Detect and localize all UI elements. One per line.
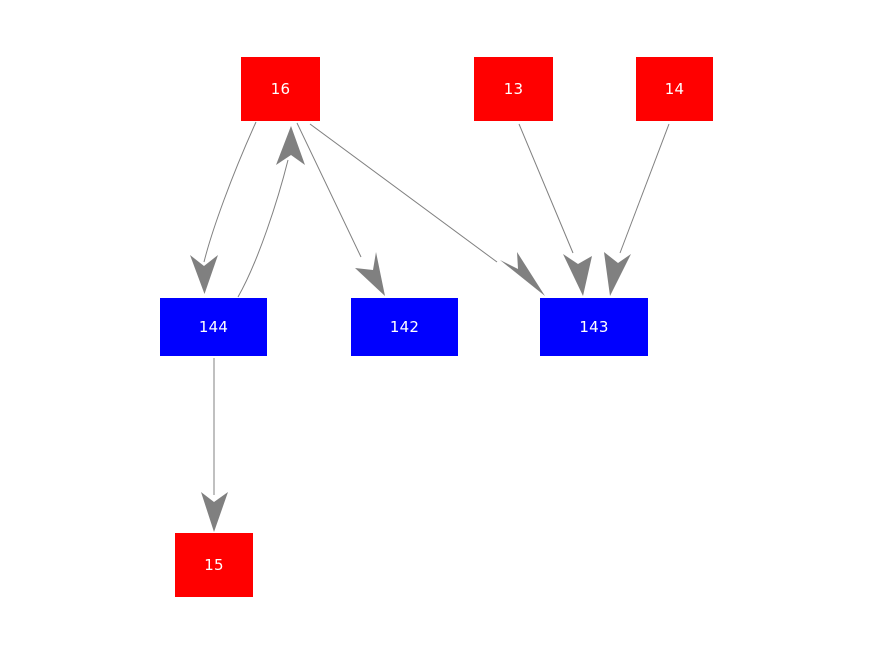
edge-16-to-142-arrowhead <box>355 252 385 296</box>
edge-16-to-142-line <box>296 122 362 258</box>
edge-14-to-143 <box>604 123 670 296</box>
node-14-label: 14 <box>664 79 685 98</box>
edge-16-to-142 <box>296 122 385 296</box>
edge-14-to-143-line <box>619 123 670 254</box>
node-16[interactable]: 16 <box>241 57 320 121</box>
edge-144-to-15 <box>201 358 228 532</box>
edge-14-to-143-arrowhead <box>604 252 631 296</box>
node-144[interactable]: 144 <box>160 298 267 356</box>
node-13[interactable]: 13 <box>474 57 553 121</box>
edge-16-to-143 <box>309 123 545 296</box>
edge-13-to-143-arrowhead <box>563 254 592 296</box>
node-14[interactable]: 14 <box>636 57 713 121</box>
node-144-label: 144 <box>198 317 229 336</box>
edge-144-to-16-line <box>237 159 289 298</box>
node-16-label: 16 <box>270 79 291 98</box>
node-143-label: 143 <box>579 317 609 336</box>
node-13-label: 13 <box>503 79 524 98</box>
node-142-label: 142 <box>389 317 420 336</box>
edge-16-to-144-arrowhead <box>190 255 218 294</box>
edge-144-to-16-arrowhead <box>276 126 305 165</box>
node-142[interactable]: 142 <box>351 298 458 356</box>
node-15[interactable]: 15 <box>175 533 253 597</box>
node-15-label: 15 <box>204 555 224 574</box>
edge-13-to-143 <box>518 123 592 296</box>
edge-16-to-143-line <box>309 123 498 263</box>
edge-16-to-143-arrowhead <box>500 252 545 296</box>
edge-16-to-144 <box>190 121 257 294</box>
edge-144-to-15-arrowhead <box>201 492 228 532</box>
edge-16-to-144-line <box>203 121 257 263</box>
edge-13-to-143-line <box>518 123 574 254</box>
node-143[interactable]: 143 <box>540 298 648 356</box>
edge-144-to-16 <box>237 126 305 298</box>
